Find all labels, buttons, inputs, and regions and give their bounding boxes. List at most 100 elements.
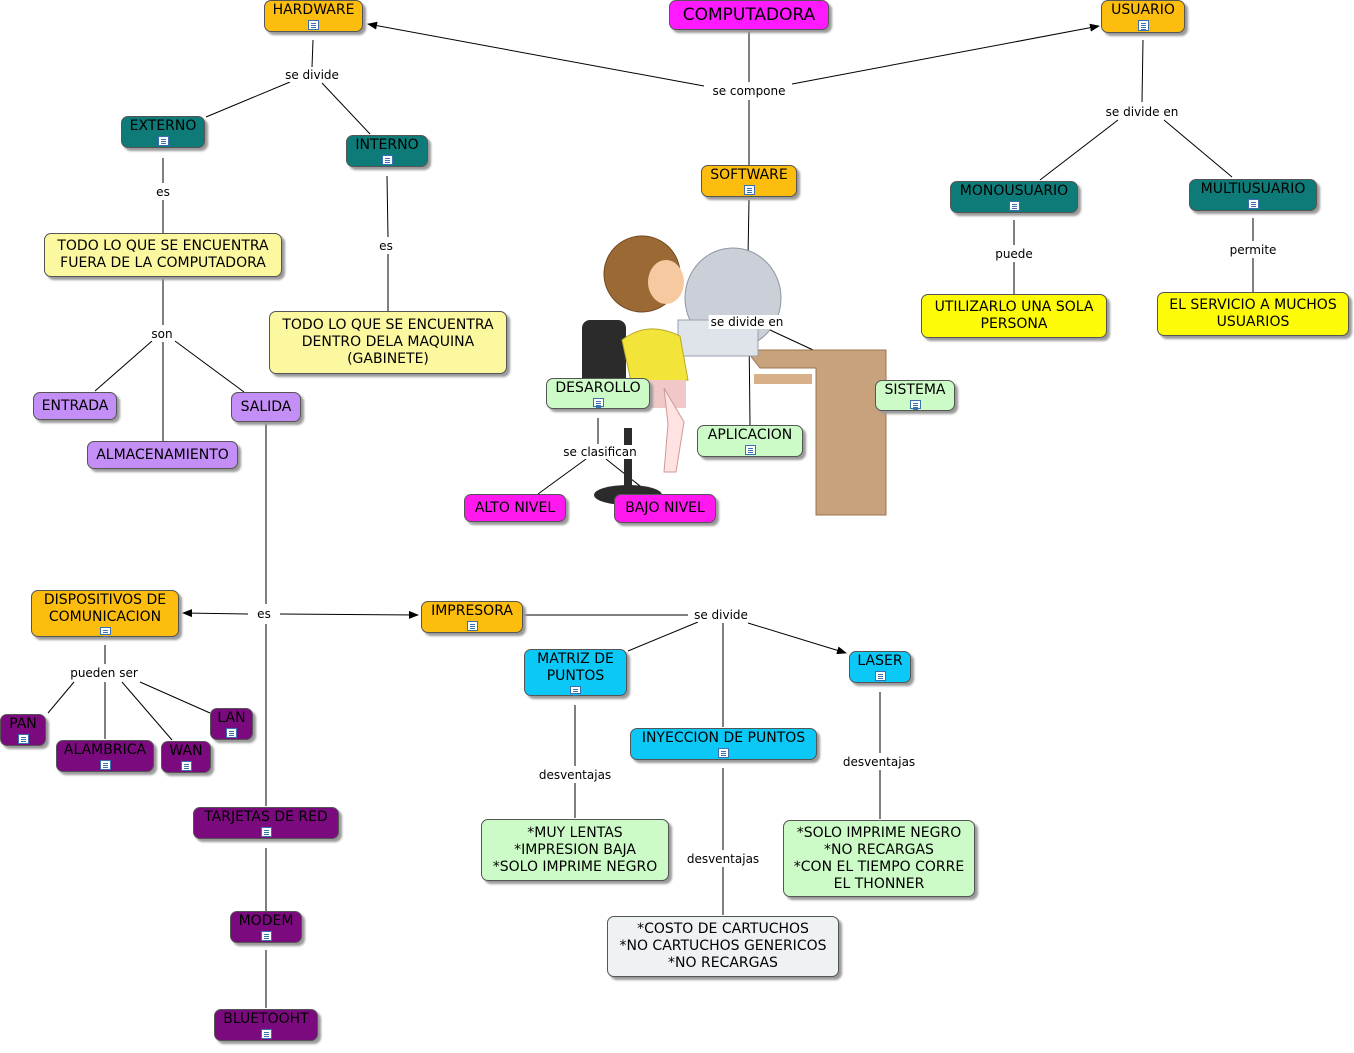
node-servicio[interactable]: EL SERVICIO A MUCHOS USUARIOS	[1157, 292, 1349, 336]
node-label: *COSTO DE CARTUCHOS *NO CARTUCHOS GENERI…	[619, 921, 827, 971]
node-label: IMPRESORA	[431, 603, 513, 619]
node-bajo-nivel[interactable]: BAJO NIVEL	[614, 494, 716, 523]
document-resource-icon[interactable]	[1137, 20, 1149, 31]
document-resource-icon[interactable]	[381, 155, 393, 165]
node-inyeccion[interactable]: INYECCION DE PUNTOS	[630, 728, 817, 760]
node-label: EL SERVICIO A MUCHOS USUARIOS	[1169, 297, 1337, 330]
link-interno-es: es	[377, 239, 395, 253]
document-resource-icon[interactable]	[260, 1029, 272, 1039]
link-son: son	[149, 327, 175, 341]
link-desventajas-inyeccion: desventajas	[684, 852, 762, 866]
document-resource-icon[interactable]	[180, 761, 192, 771]
node-inyeccion-desventajas[interactable]: *COSTO DE CARTUCHOS *NO CARTUCHOS GENERI…	[607, 916, 839, 977]
document-resource-icon[interactable]	[466, 621, 478, 631]
link-hardware-se-divide: se divide	[283, 68, 341, 82]
node-salida[interactable]: SALIDA	[231, 392, 301, 422]
node-software[interactable]: SOFTWARE	[701, 165, 797, 197]
node-label: LASER	[857, 653, 903, 669]
link-se-compone: se compone	[710, 84, 788, 98]
node-label: UTILIZARLO UNA SOLA PERSONA	[934, 299, 1094, 332]
document-resource-icon[interactable]	[744, 445, 756, 455]
link-usuario-se-divide-en: se divide en	[1103, 105, 1181, 119]
node-label: DISPOSITIVOS DE COMUNICACION	[43, 592, 167, 625]
node-label: ENTRADA	[41, 397, 109, 414]
node-label: USUARIO	[1111, 2, 1175, 18]
node-matriz[interactable]: MATRIZ DE PUNTOS	[524, 649, 627, 696]
document-resource-icon[interactable]	[157, 136, 169, 146]
node-bluetooht[interactable]: BLUETOOHT	[214, 1009, 318, 1041]
node-label: BLUETOOHT	[223, 1011, 309, 1027]
document-resource-icon[interactable]	[308, 20, 319, 30]
node-label: BAJO NIVEL	[625, 500, 705, 516]
node-monousuario[interactable]: MONOUSUARIO	[950, 181, 1078, 213]
node-label: WAN	[169, 743, 203, 759]
link-externo-es: es	[154, 185, 172, 199]
document-resource-icon[interactable]	[1008, 201, 1020, 211]
node-desarollo[interactable]: DESAROLLO	[546, 378, 650, 409]
node-label: DESAROLLO	[555, 380, 641, 396]
node-computadora[interactable]: COMPUTADORA	[669, 0, 829, 30]
node-usuario[interactable]: USUARIO	[1101, 0, 1185, 33]
node-label: PAN	[9, 716, 37, 732]
document-resource-icon[interactable]	[260, 827, 272, 837]
node-label: MATRIZ DE PUNTOS	[537, 651, 614, 684]
node-label: ALTO NIVEL	[474, 499, 556, 516]
node-label: EXTERNO	[129, 118, 197, 134]
node-label: LAN	[217, 710, 246, 726]
document-resource-icon[interactable]	[570, 686, 581, 694]
document-resource-icon[interactable]	[17, 734, 29, 744]
node-label: SOFTWARE	[710, 167, 788, 183]
document-resource-icon[interactable]	[226, 728, 237, 738]
node-externo[interactable]: EXTERNO	[121, 116, 205, 148]
document-resource-icon[interactable]	[99, 627, 111, 635]
document-resource-icon[interactable]	[874, 671, 886, 681]
node-hardware[interactable]: HARDWARE	[264, 0, 363, 32]
node-entrada[interactable]: ENTRADA	[33, 392, 117, 420]
node-wan[interactable]: WAN	[161, 741, 211, 773]
node-interno[interactable]: INTERNO	[346, 135, 428, 167]
node-label: APLICACION	[707, 427, 793, 443]
node-modem[interactable]: MODEM	[230, 911, 302, 943]
node-sistema[interactable]: SISTEMA	[875, 380, 955, 411]
node-alto-nivel[interactable]: ALTO NIVEL	[464, 494, 566, 522]
document-resource-icon[interactable]	[592, 398, 604, 407]
node-pan[interactable]: PAN	[0, 714, 46, 746]
document-resource-icon[interactable]	[260, 931, 272, 941]
node-label: TARJETAS DE RED	[204, 809, 328, 825]
node-matriz-desventajas[interactable]: *MUY LENTAS *IMPRESION BAJA *SOLO IMPRIM…	[481, 819, 669, 881]
link-puede: puede	[993, 247, 1035, 261]
node-multiusuario[interactable]: MULTIUSUARIO	[1189, 179, 1317, 211]
node-label: INYECCION DE PUNTOS	[641, 730, 806, 746]
node-todo-fuera[interactable]: TODO LO QUE SE ENCUENTRA FUERA DE LA COM…	[44, 233, 282, 277]
node-label: *SOLO IMPRIME NEGRO *NO RECARGAS *CON EL…	[793, 824, 965, 892]
node-lan[interactable]: LAN	[210, 708, 253, 740]
node-almacenamiento[interactable]: ALMACENAMIENTO	[87, 441, 238, 469]
node-label: SISTEMA	[884, 382, 946, 398]
node-label: COMPUTADORA	[682, 4, 816, 25]
node-laser-desventajas[interactable]: *SOLO IMPRIME NEGRO *NO RECARGAS *CON EL…	[783, 820, 975, 897]
node-impresora[interactable]: IMPRESORA	[421, 601, 523, 633]
node-dispositivos[interactable]: DISPOSITIVOS DE COMUNICACION	[31, 590, 179, 637]
child-at-computer-illustration	[582, 235, 887, 516]
node-aplicacion[interactable]: APLICACION	[697, 425, 803, 457]
node-label: INTERNO	[355, 137, 419, 153]
node-laser[interactable]: LASER	[849, 651, 911, 683]
node-utilizarlo[interactable]: UTILIZARLO UNA SOLA PERSONA	[921, 294, 1107, 338]
node-alambrica[interactable]: ALAMBRICA	[56, 740, 154, 772]
link-desventajas-matriz: desventajas	[536, 768, 614, 782]
link-se-clasifican: se clasifican	[561, 445, 639, 459]
link-software-se-divide-en: se divide en	[708, 315, 786, 329]
node-label: TODO LO QUE SE ENCUENTRA FUERA DE LA COM…	[57, 238, 269, 271]
link-permite: permite	[1227, 243, 1279, 257]
node-label: HARDWARE	[272, 2, 355, 18]
document-resource-icon[interactable]	[718, 748, 729, 758]
node-label: ALAMBRICA	[63, 742, 147, 758]
document-resource-icon[interactable]	[99, 760, 111, 770]
node-tarjetas[interactable]: TARJETAS DE RED	[193, 807, 339, 839]
node-label: *MUY LENTAS *IMPRESION BAJA *SOLO IMPRIM…	[492, 824, 658, 875]
document-resource-icon[interactable]	[1247, 199, 1259, 209]
link-desventajas-laser: desventajas	[840, 755, 918, 769]
document-resource-icon[interactable]	[743, 185, 755, 195]
document-resource-icon[interactable]	[909, 400, 921, 409]
node-todo-dentro[interactable]: TODO LO QUE SE ENCUENTRA DENTRO DELA MAQ…	[269, 311, 507, 374]
